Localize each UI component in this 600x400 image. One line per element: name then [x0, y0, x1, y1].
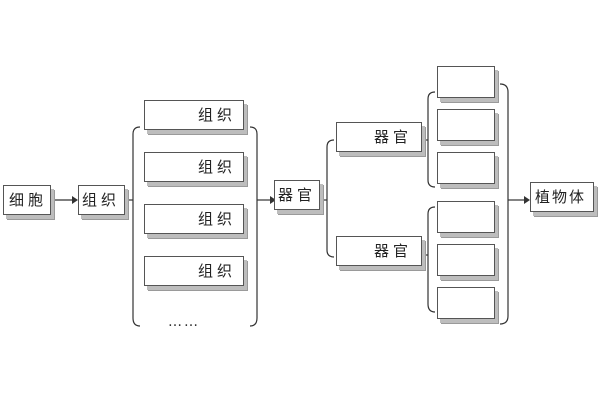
- organ-main-box: [274, 180, 320, 210]
- tissue-box-1: [144, 100, 244, 130]
- organ2-part-box-3: [437, 287, 495, 319]
- tissue-ellipsis: ……: [168, 314, 200, 330]
- plant-body-label: 植物体: [535, 188, 587, 206]
- tissue-box-2: [144, 152, 244, 182]
- organ1-part-box-1: [437, 66, 495, 98]
- brace-tissues-left: [132, 126, 141, 327]
- brace-tissues-right: [249, 126, 258, 327]
- tissue-box-3: [144, 204, 244, 234]
- tissue-box-4: [144, 256, 244, 286]
- organ2-part-box-1: [437, 201, 495, 233]
- brace-organ1-parts: [427, 91, 436, 188]
- organ1-part-box-2: [437, 109, 495, 141]
- organ-box-1: [336, 122, 422, 152]
- organ-label-2: 器官: [374, 242, 413, 260]
- organ-label-1: 器官: [374, 128, 413, 146]
- tissue-label-1: 组织: [198, 106, 237, 124]
- tissue-main-box: [78, 185, 125, 215]
- tissue-label-4: 组织: [198, 262, 237, 280]
- organ1-part-box-3: [437, 152, 495, 184]
- arrowhead-cell-to-tissue: [72, 196, 78, 204]
- cell-label: 细胞: [9, 191, 48, 209]
- organ-main-label: 器官: [278, 186, 317, 204]
- brace-organs: [326, 139, 335, 258]
- plant-body-box: [530, 182, 594, 212]
- organ2-part-box-2: [437, 244, 495, 276]
- arrowhead-tissues-to-organ: [270, 196, 276, 204]
- tissue-label-3: 组织: [198, 210, 237, 228]
- cell-box: [3, 185, 51, 215]
- arrowhead-to-plant-body: [524, 196, 530, 204]
- organ-box-2: [336, 236, 422, 266]
- tissue-main-label: 组织: [82, 191, 121, 209]
- tissue-label-2: 组织: [198, 158, 237, 176]
- brace-organ2-parts: [427, 206, 436, 313]
- brace-all-parts-right: [499, 83, 509, 325]
